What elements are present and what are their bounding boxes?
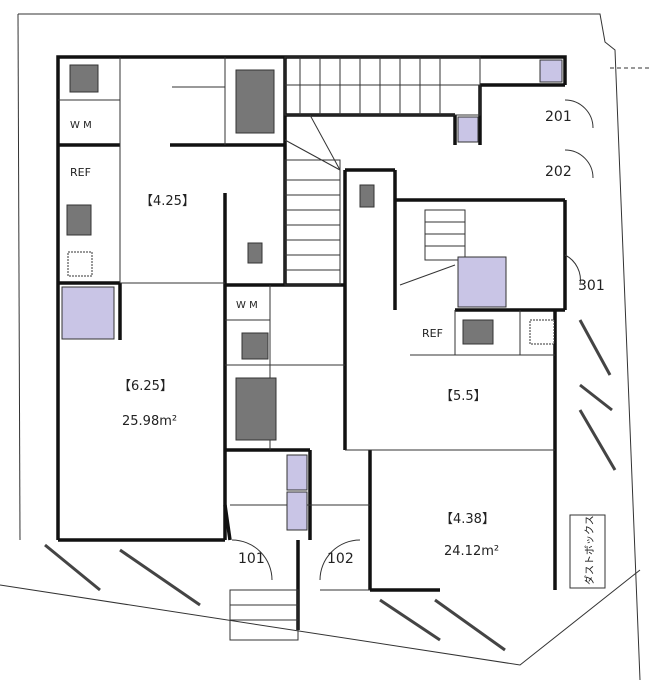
dust-box: [569, 514, 606, 589]
bathtub-icon: [235, 377, 277, 441]
unit-number: 102: [327, 551, 354, 567]
walls: [56, 55, 567, 630]
room-area: 24.12m²: [444, 544, 499, 559]
stove-icon: [462, 319, 494, 345]
unit-number: 101: [238, 551, 265, 567]
unit-number: 301: [578, 278, 605, 294]
bathtub-icon: [235, 69, 275, 134]
sink-icon: [69, 64, 99, 93]
refrigerator-label: REF: [422, 327, 443, 340]
stove-icon: [66, 204, 92, 236]
pillars: [61, 59, 563, 531]
room-label: 【4.38】: [440, 512, 495, 527]
refrigerator-label: REF: [70, 166, 91, 179]
unit-number: 202: [545, 164, 572, 180]
washing-machine-label: W M: [236, 300, 258, 311]
room-label: 【6.25】: [118, 379, 173, 394]
dust-box-label: ダストボックス: [583, 515, 596, 585]
sink-icon: [241, 332, 269, 360]
unit-number: 201: [545, 109, 572, 125]
sink-icon: [247, 242, 263, 264]
cooktop-icon: [529, 319, 555, 345]
site-boundary-bottom: [0, 569, 641, 666]
room-area: 25.98m²: [122, 414, 177, 429]
room-label: 【4.25】: [140, 194, 195, 209]
bicycle-parking: [44, 319, 617, 652]
doors: [231, 99, 594, 581]
room-label: 【5.5】: [440, 389, 487, 404]
cooktop-icon: [67, 251, 93, 277]
washing-machine-label: W M: [70, 120, 92, 131]
site-boundary-left: [17, 13, 21, 541]
appliances: [66, 64, 555, 441]
stairs: [229, 56, 481, 641]
site-boundary: [18, 13, 641, 680]
sink-icon: [359, 184, 375, 208]
